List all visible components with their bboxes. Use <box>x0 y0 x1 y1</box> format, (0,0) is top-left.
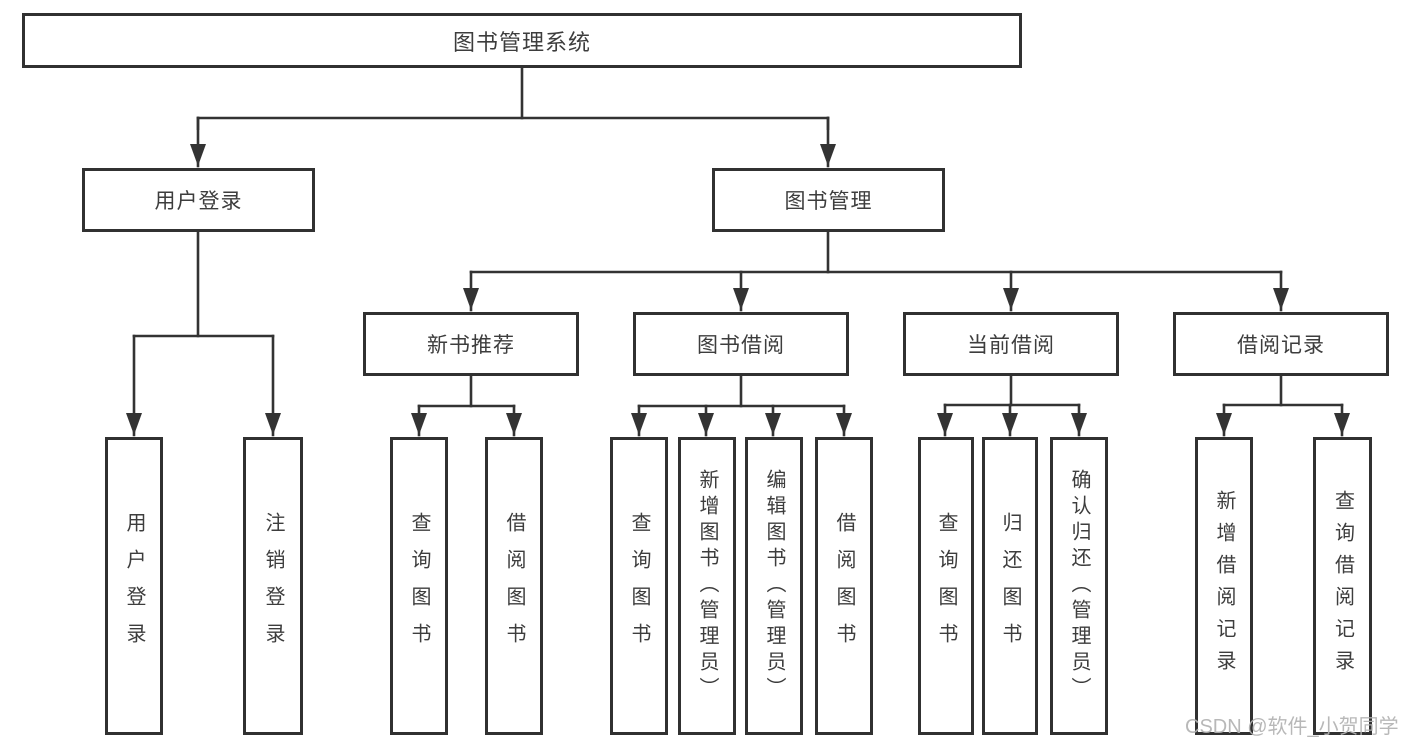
node-query-borrow-record: 查询借阅记录 <box>1313 437 1372 735</box>
node-add-borrow-record: 新增借阅记录 <box>1195 437 1253 735</box>
node-book-management: 图书管理 <box>712 168 945 232</box>
node-label: 图书管理系统 <box>452 29 591 55</box>
node-label: 查询借阅记录 <box>1331 490 1354 682</box>
node-label: 新增借阅记录 <box>1213 490 1235 682</box>
node-label: 借阅记录 <box>1237 334 1325 357</box>
node-return-book: 归还图书 <box>982 437 1038 735</box>
node-label: 归还图书 <box>999 512 1021 660</box>
connector-current-borrow-group <box>937 374 1087 437</box>
connector-user-login-group <box>126 230 281 437</box>
node-query-books-current: 查询图书 <box>918 437 974 735</box>
connector-new-book-group <box>411 374 522 437</box>
node-current-borrow: 当前借阅 <box>903 312 1119 376</box>
node-label: 查询图书 <box>935 512 957 660</box>
node-label: 图书借阅 <box>697 334 785 357</box>
node-label: 查询图书 <box>628 512 650 660</box>
node-user-login: 用户登录 <box>82 168 315 232</box>
node-library-management-system: 图书管理系统 <box>22 13 1022 68</box>
node-label: 新书推荐 <box>427 334 515 357</box>
node-edit-book-admin: 编辑图书（管理员） <box>745 437 803 735</box>
node-user-login-leaf: 用户登录 <box>105 437 163 735</box>
connector-book-borrow-group <box>631 374 852 437</box>
node-query-books-borrow: 查询图书 <box>610 437 668 735</box>
connector-borrow-record-group <box>1216 374 1350 437</box>
node-label: 图书管理 <box>784 190 873 213</box>
node-borrow-records: 借阅记录 <box>1173 312 1389 376</box>
node-label: 用户登录 <box>154 190 243 213</box>
node-label: 新增图书（管理员） <box>696 469 718 703</box>
node-label: 用户登录 <box>123 512 145 660</box>
node-add-book-admin: 新增图书（管理员） <box>678 437 736 735</box>
node-label: 查询图书 <box>408 512 430 660</box>
connector-root-arrows <box>190 116 836 168</box>
node-label: 注销登录 <box>262 512 284 660</box>
node-label: 借阅图书 <box>833 512 855 660</box>
connector-book-management-group <box>463 230 1289 312</box>
node-book-borrow: 图书借阅 <box>633 312 849 376</box>
node-label: 借阅图书 <box>503 512 525 660</box>
node-label: 确认归还（管理员） <box>1068 469 1090 703</box>
node-borrow-books-recommend: 借阅图书 <box>485 437 543 735</box>
node-borrow-books-leaf: 借阅图书 <box>815 437 873 735</box>
node-label: 当前借阅 <box>967 334 1055 357</box>
node-confirm-return-admin: 确认归还（管理员） <box>1050 437 1108 735</box>
node-new-book-recommend: 新书推荐 <box>363 312 579 376</box>
node-query-books-recommend: 查询图书 <box>390 437 448 735</box>
node-label: 编辑图书（管理员） <box>763 469 785 703</box>
node-logout: 注销登录 <box>243 437 303 735</box>
csdn-watermark: CSDN @软件_小贺同学 <box>1185 716 1399 738</box>
